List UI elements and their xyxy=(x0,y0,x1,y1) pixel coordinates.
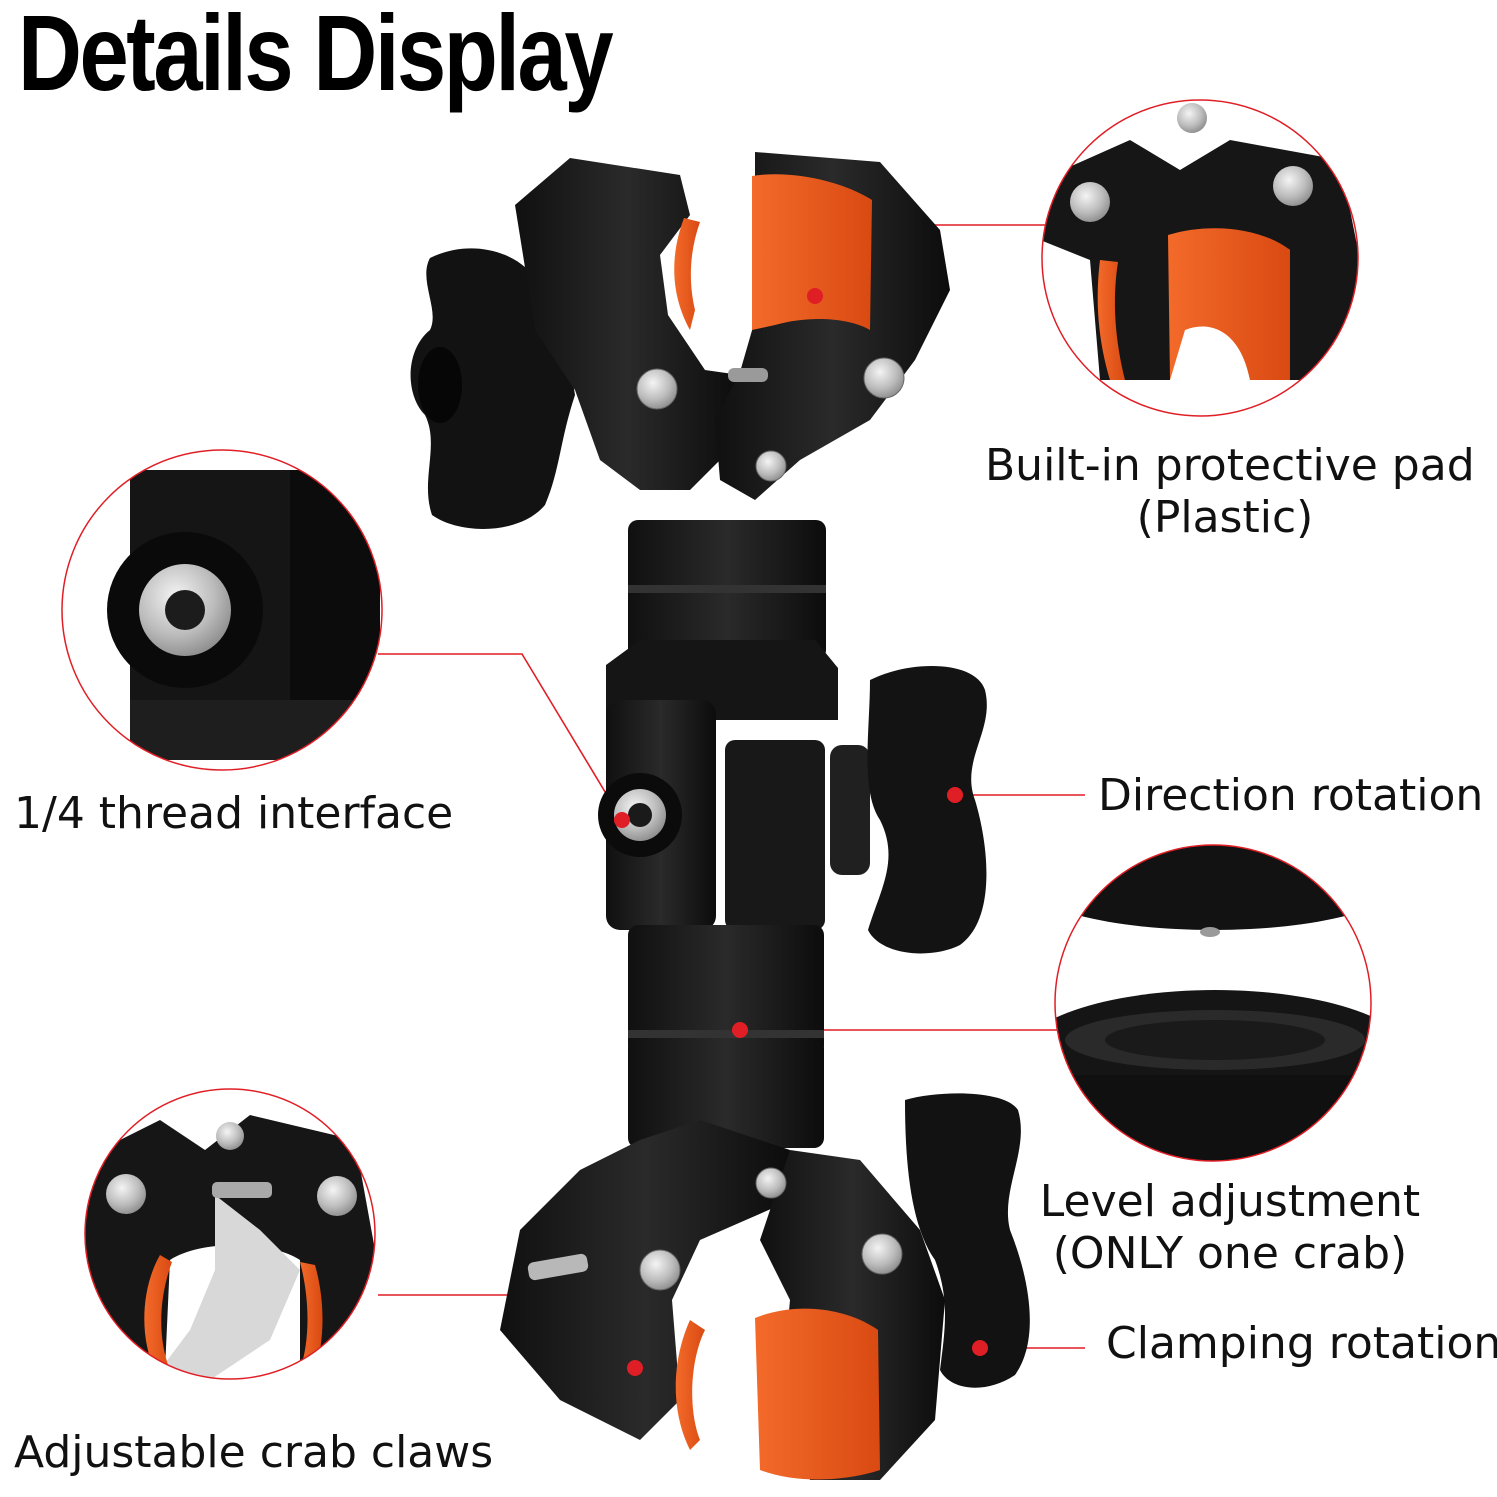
label-level-adjustment: Level adjustment (ONLY one crab) xyxy=(1030,1176,1430,1280)
label-direction-rotation: Direction rotation xyxy=(1098,770,1484,821)
label-protective-pad-line1: Built-in protective pad xyxy=(985,440,1475,491)
detail-circle-claws xyxy=(84,1088,376,1380)
detail-circle-pad xyxy=(1041,99,1359,417)
top-clamp xyxy=(410,152,950,529)
detail-circle-thread xyxy=(61,449,383,771)
label-level-adjustment-line2: (ONLY one crab) xyxy=(1052,1227,1408,1279)
label-protective-pad: Built-in protective pad (Plastic) xyxy=(985,440,1475,544)
label-protective-pad-line2: (Plastic) xyxy=(1136,491,1314,543)
page-title: Details Display xyxy=(18,0,614,113)
label-thread-interface: 1/4 thread interface xyxy=(14,788,454,839)
label-adjustable-crab-claws: Adjustable crab claws xyxy=(14,1427,494,1478)
bottom-clamp xyxy=(500,1093,1030,1480)
callout-dots xyxy=(614,288,988,1376)
central-column xyxy=(598,520,987,1148)
label-clamping-rotation: Clamping rotation xyxy=(1106,1318,1497,1369)
label-level-adjustment-line1: Level adjustment xyxy=(1039,1176,1421,1227)
detail-circle-level xyxy=(1054,844,1372,1162)
